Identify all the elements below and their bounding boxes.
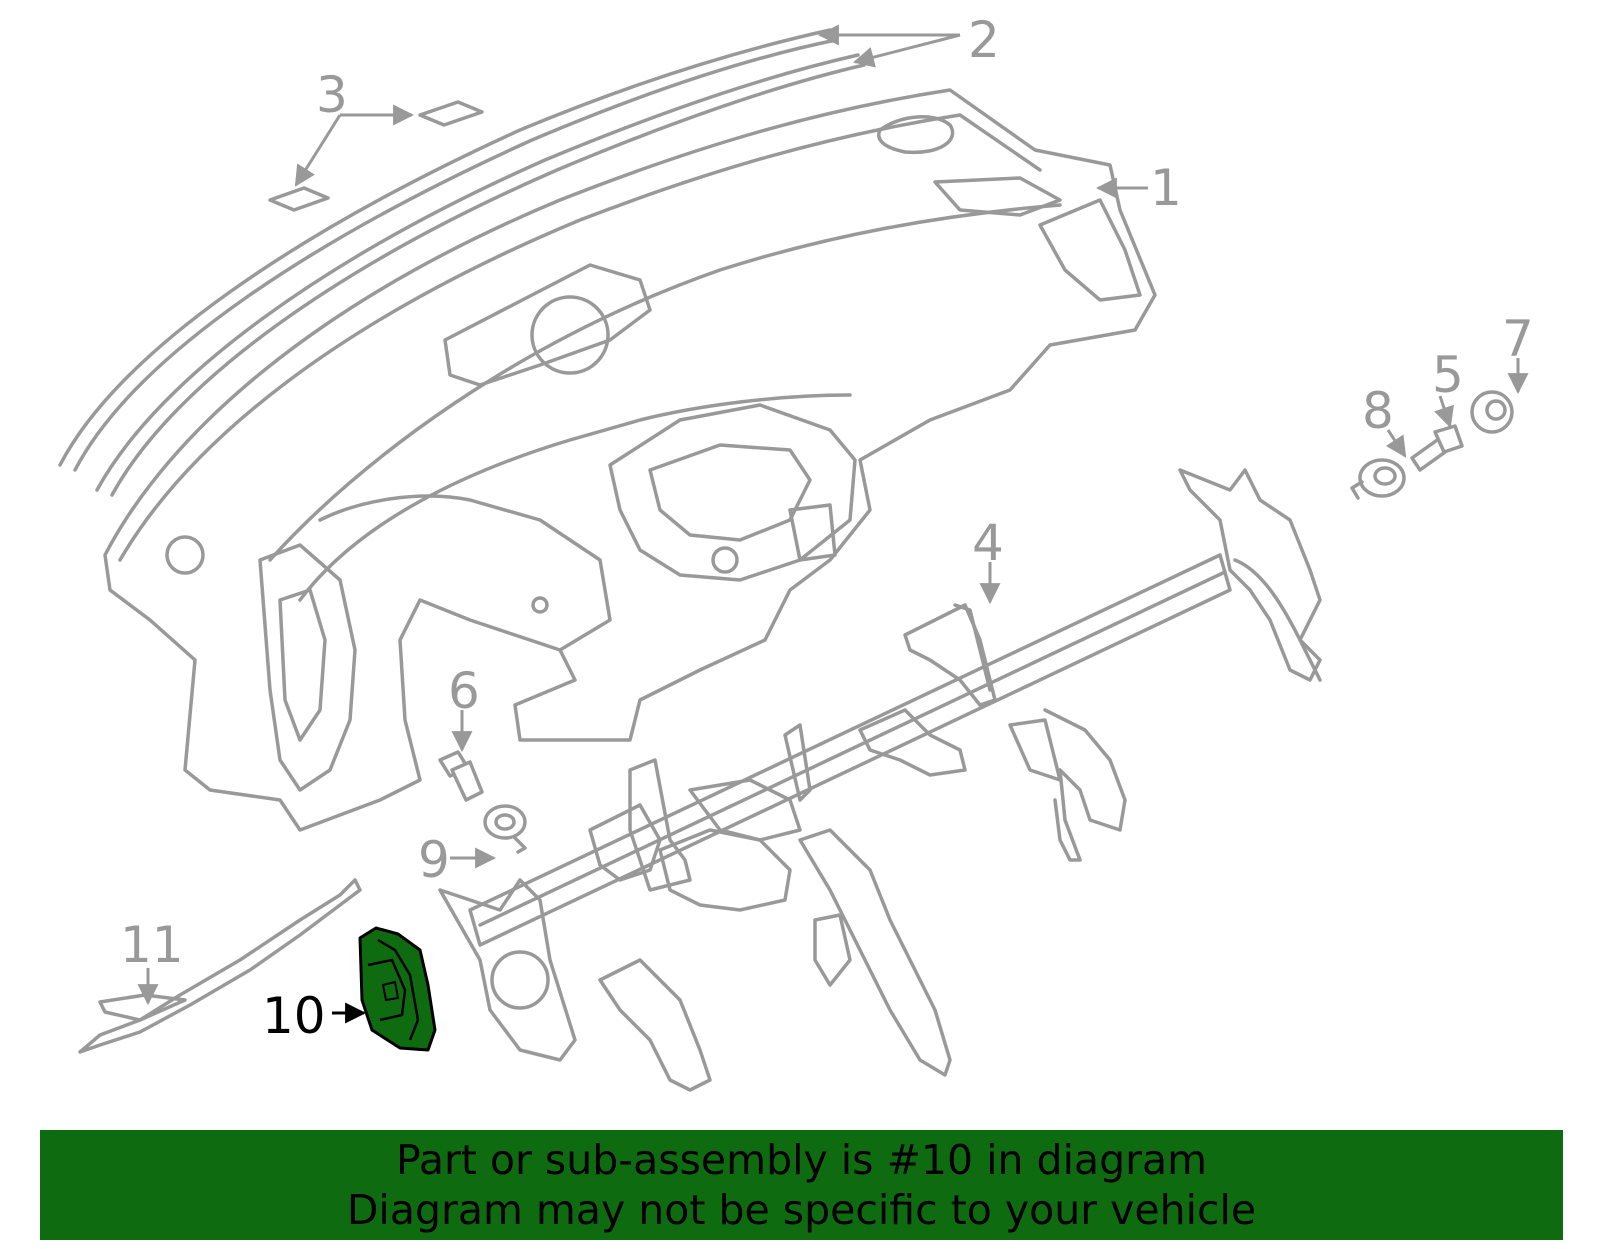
callout-11: 11 [120, 916, 184, 974]
pad-part [268, 100, 484, 212]
notice-banner: Part or sub-assembly is #10 in diagram D… [40, 1130, 1563, 1240]
bracket-part-highlighted [358, 926, 437, 1052]
grommet-part [483, 804, 527, 854]
cross-car-beam-part [438, 468, 1322, 1092]
nut-part-7 [1470, 390, 1514, 434]
callout-4: 4 [972, 514, 1004, 572]
callout-3: 3 [316, 66, 348, 124]
instrument-panel-part [103, 88, 1157, 832]
banner-line-1: Part or sub-assembly is #10 in diagram [395, 1136, 1208, 1184]
parts-diagram: 1 2 3 4 5 6 7 8 9 10 11 [58, 11, 1534, 1092]
callout-7: 7 [1502, 310, 1534, 368]
callout-6: 6 [448, 662, 480, 720]
bolt-part-5 [1410, 424, 1464, 472]
callout-1: 1 [1150, 159, 1182, 217]
callout-8: 8 [1362, 382, 1394, 440]
windshield-molding-part [58, 28, 866, 497]
callout-labels: 1 2 3 4 5 6 7 8 9 10 11 [120, 11, 1534, 1045]
callout-2: 2 [968, 11, 1000, 69]
banner-line-2: Diagram may not be specific to your vehi… [346, 1186, 1257, 1234]
bolt-part [438, 750, 484, 802]
callout-10: 10 [262, 987, 326, 1045]
callout-5: 5 [1432, 346, 1464, 404]
nut-part [1350, 458, 1406, 500]
callout-9: 9 [418, 831, 450, 889]
callout-arrows [137, 24, 1529, 1024]
